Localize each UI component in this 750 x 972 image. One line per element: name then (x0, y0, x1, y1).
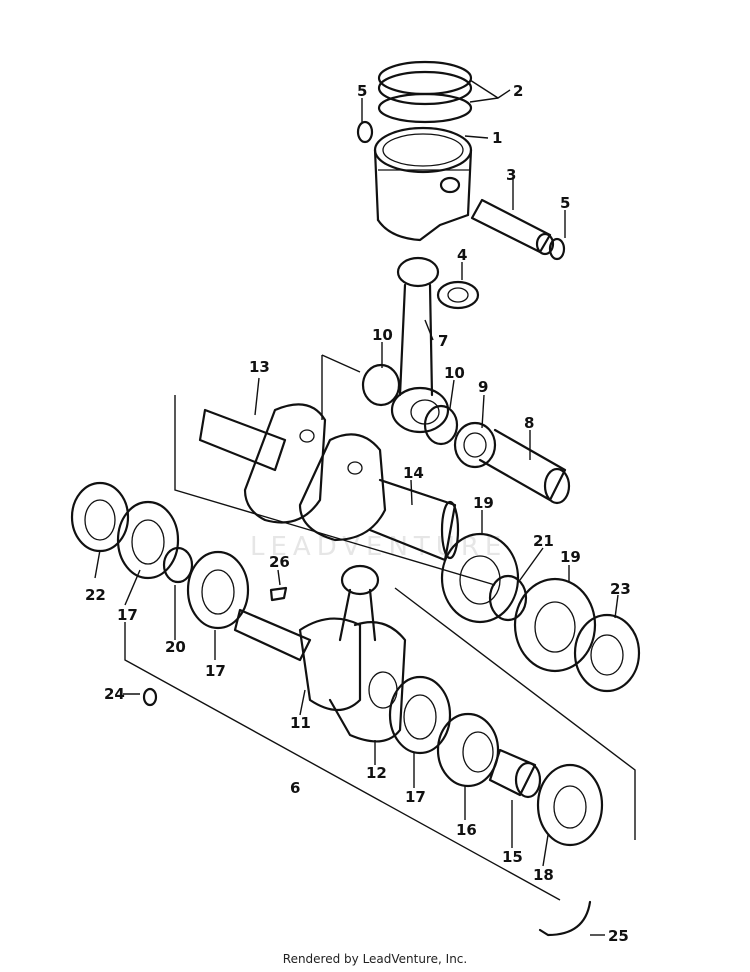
crank-half-right (298, 433, 460, 562)
big-end-bearing (453, 421, 497, 469)
callout-11: 11 (290, 714, 311, 732)
oil-seal-lower (536, 763, 604, 847)
callout-23: 23 (610, 580, 631, 598)
piston-pin (470, 198, 555, 256)
lower-crank-bracket (124, 587, 636, 901)
spacer-ring (488, 574, 528, 622)
small-end-bearing (436, 280, 480, 310)
crankshaft-assembly (233, 564, 407, 743)
thrust-washer-right (423, 404, 459, 446)
callout-19-b: 19 (560, 548, 581, 566)
thrust-washer-left (361, 363, 401, 407)
callout-15: 15 (502, 848, 523, 866)
callout-18: 18 (533, 866, 554, 884)
callout-22: 22 (85, 586, 106, 604)
ball-bearing-lower (388, 675, 452, 755)
oil-seal-right (573, 613, 641, 693)
piston-rings (377, 60, 473, 124)
callout-25: 25 (608, 927, 629, 945)
callout-24: 24 (104, 685, 125, 703)
callout-20: 20 (165, 638, 186, 656)
callout-6: 6 (290, 779, 300, 797)
ball-bearing-right-a (440, 532, 520, 624)
callout-21: 21 (533, 532, 554, 550)
callout-7: 7 (438, 332, 448, 350)
ball-bearing-right-b (513, 577, 597, 673)
callout-17-b: 17 (205, 662, 226, 680)
callout-9: 9 (478, 378, 488, 396)
callout-leaders (94, 79, 619, 936)
callout-26: 26 (269, 553, 290, 571)
callout-17-a: 17 (117, 606, 138, 624)
collar (488, 748, 542, 799)
callout-19-a: 19 (473, 494, 494, 512)
dowel-pin (142, 687, 158, 707)
circlip-lower (538, 900, 592, 937)
oil-seal-left (70, 481, 130, 553)
callout-5-left: 5 (357, 82, 367, 100)
shim-washer (162, 546, 194, 584)
callout-5-right: 5 (560, 194, 570, 212)
crank-pin (478, 428, 571, 505)
circlip-right (548, 237, 566, 261)
callout-16: 16 (456, 821, 477, 839)
connecting-rod (390, 256, 450, 434)
footer-credit: Rendered by LeadVenture, Inc. (282, 952, 468, 966)
roller-bearing (436, 712, 500, 788)
callout-8: 8 (524, 414, 534, 432)
callout-numbers: 1 2 3 4 5 5 6 7 8 9 10 10 11 12 13 14 15… (85, 82, 631, 945)
callout-10-right: 10 (444, 364, 465, 382)
ball-bearing-left-inner (186, 550, 250, 630)
callout-4: 4 (457, 246, 467, 264)
callout-2: 2 (513, 82, 523, 100)
circlip-left (356, 120, 374, 144)
woodruff-key (269, 586, 288, 602)
ball-bearing-left-outer (116, 500, 180, 580)
callout-14: 14 (403, 464, 424, 482)
callout-10-left: 10 (372, 326, 393, 344)
callout-12: 12 (366, 764, 387, 782)
piston (373, 126, 473, 242)
callout-17-c: 17 (405, 788, 426, 806)
upper-crank-bracket (174, 354, 496, 586)
crank-half-left (198, 403, 327, 524)
callout-13: 13 (249, 358, 270, 376)
callout-3: 3 (506, 166, 516, 184)
callout-1: 1 (492, 129, 502, 147)
watermark: LEADVENTURE (250, 532, 507, 562)
